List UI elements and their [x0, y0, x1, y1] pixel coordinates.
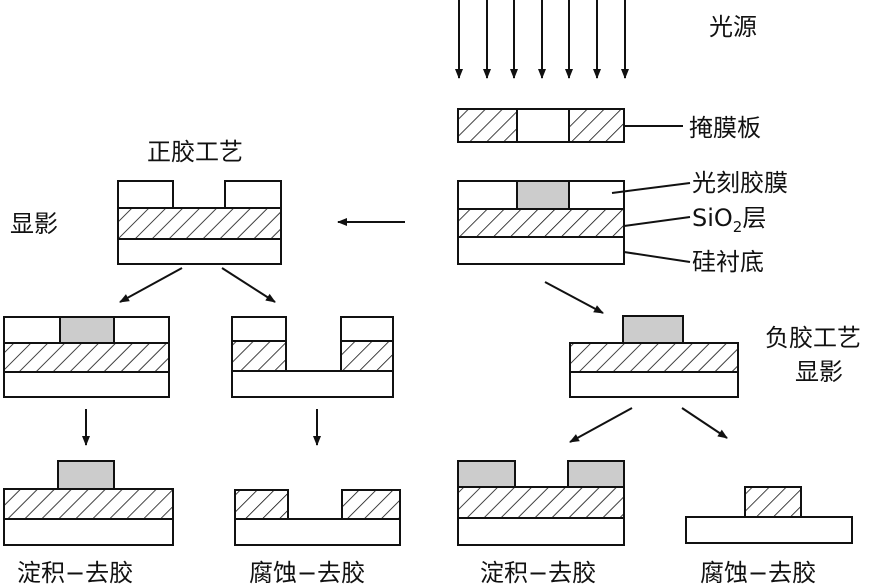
sio2-text: SiO	[692, 204, 733, 232]
develop-label-left: 显影	[10, 210, 58, 238]
sio2-suffix: 层	[742, 204, 766, 232]
negative-process-title: 负胶工艺	[765, 324, 861, 352]
arrow-negative-to-deposit	[569, 407, 633, 443]
positive-etch-stack	[231, 316, 394, 398]
arrow-to-negative	[544, 281, 604, 314]
positive-developed-stack	[117, 180, 282, 265]
positive-process-title: 正胶工艺	[147, 138, 243, 166]
mask-label: 掩膜板	[689, 114, 761, 142]
develop-label-right: 显影	[795, 358, 843, 386]
photoresist-label: 光刻胶膜	[692, 169, 788, 197]
positive-deposit-stack	[3, 316, 170, 398]
result-deposit-strip-positive	[3, 460, 174, 546]
arrow-positive-to-deposit	[119, 267, 183, 303]
result-1-label: 淀积−去胶	[17, 559, 133, 586]
result-etch-strip-positive	[234, 489, 401, 546]
result-deposit-strip-negative	[457, 460, 625, 546]
sio2-label: SiO2层	[692, 204, 766, 236]
initial-wafer-stack	[457, 180, 625, 265]
arrow-negative-to-etch	[681, 407, 728, 439]
mask-plate	[457, 108, 625, 143]
result-2-label: 腐蚀−去胶	[249, 559, 365, 586]
result-4-label: 腐蚀−去胶	[700, 559, 816, 586]
leader-lines	[611, 125, 691, 263]
light-source-label: 光源	[709, 13, 757, 41]
light-rays	[455, 0, 629, 79]
sio2-subscript: 2	[733, 218, 743, 236]
substrate-label: 硅衬底	[692, 248, 764, 276]
result-3-label: 淀积−去胶	[480, 559, 596, 586]
result-etch-strip-negative	[685, 486, 853, 544]
arrow-positive-to-etch	[221, 267, 276, 303]
negative-developed-stack	[569, 315, 739, 398]
